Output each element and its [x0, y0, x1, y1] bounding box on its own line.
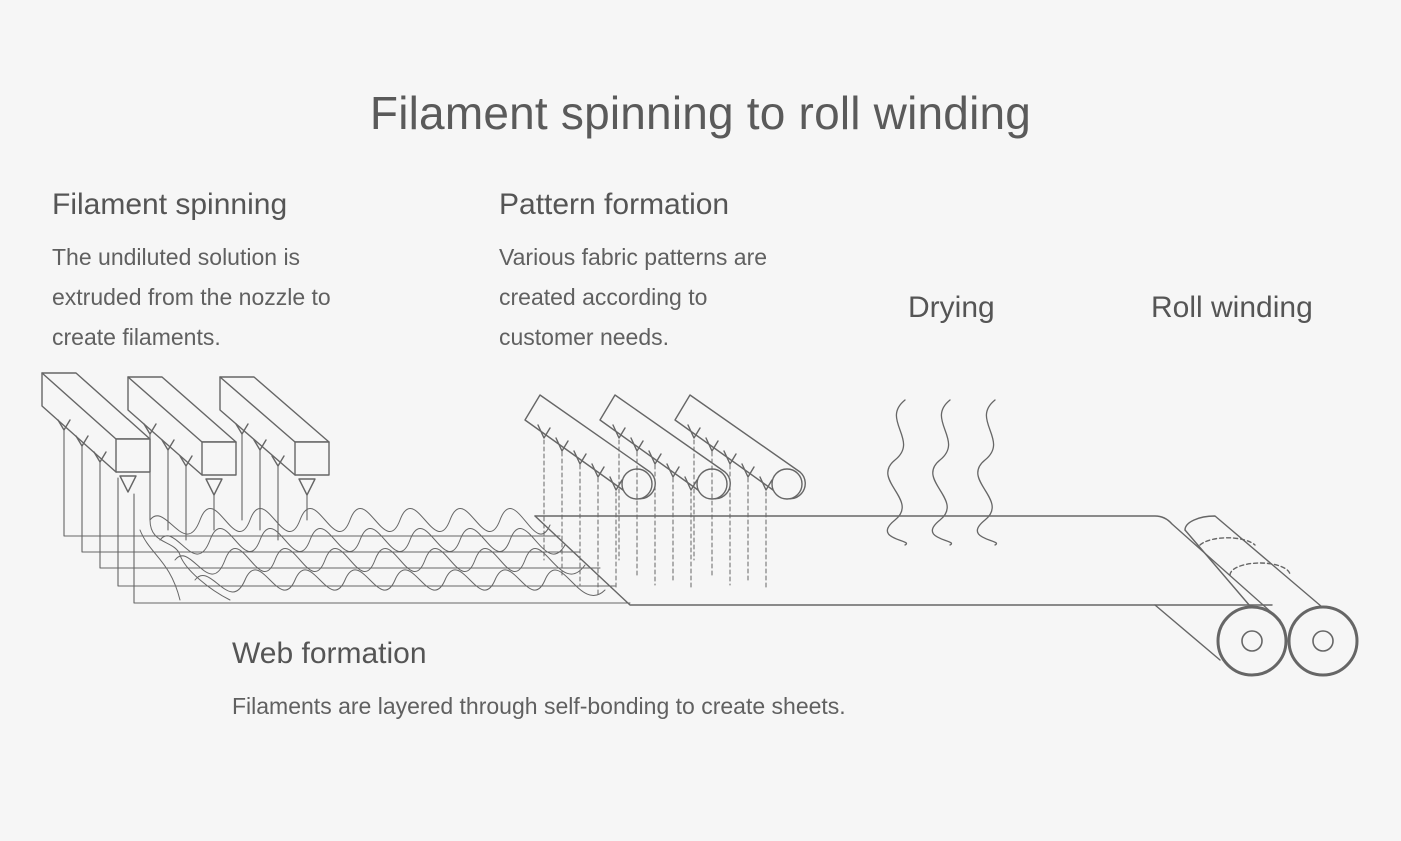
step-heading-pattern-formation: Pattern formation	[499, 188, 730, 221]
step-desc-pattern-formation: Various fabric patterns are created acco…	[499, 237, 767, 357]
pattern-jets	[543, 439, 767, 596]
desc-line: extruded from the nozzle to	[52, 284, 331, 310]
step-desc-filament-spinning: The undiluted solution is extruded from …	[52, 237, 331, 357]
desc-line: customer needs.	[499, 324, 670, 350]
spinneret-1	[41, 372, 151, 493]
spinneret-nozzles	[41, 372, 330, 496]
spinneret-2	[127, 376, 237, 496]
desc-line: The undiluted solution is	[52, 244, 301, 270]
filament-lines	[63, 429, 631, 604]
desc-line: created according to	[499, 284, 708, 310]
web-loops	[139, 508, 606, 601]
winding-rolls	[1184, 515, 1359, 677]
pattern-roller-1	[524, 394, 656, 500]
step-heading-roll-winding: Roll winding	[1151, 291, 1313, 324]
spinneret-3	[219, 376, 330, 496]
step-heading-drying: Drying	[908, 291, 995, 324]
drying-waves	[886, 399, 998, 546]
step-heading-filament-spinning: Filament spinning	[52, 188, 288, 221]
step-desc-web-formation: Filaments are layered through self-bondi…	[232, 686, 846, 726]
step-heading-web-formation: Web formation	[232, 637, 427, 670]
winding-roll-2	[1287, 605, 1359, 677]
desc-line: Various fabric patterns are	[499, 244, 768, 270]
diagram-title: Filament spinning to roll winding	[369, 87, 1032, 139]
pattern-rollers	[524, 394, 806, 500]
fabric-sheet	[534, 515, 1281, 661]
desc-line: create filaments.	[52, 324, 221, 350]
pattern-roller-3	[674, 394, 806, 500]
desc-line: Filaments are layered through self-bondi…	[232, 693, 846, 719]
winding-roll-1	[1216, 605, 1288, 677]
